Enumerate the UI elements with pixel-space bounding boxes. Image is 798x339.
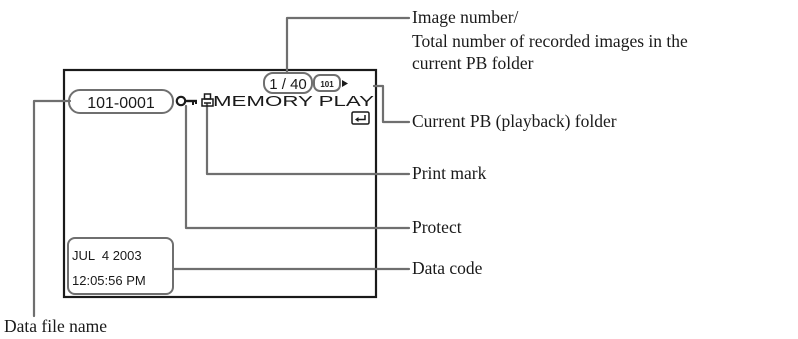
mode-label: MEMORY PLAY	[213, 94, 374, 110]
folder-arrow-icon	[342, 80, 348, 87]
leader-print-mark	[205, 102, 411, 176]
leader-current-folder	[372, 84, 411, 124]
callout-print-mark: Print mark	[412, 163, 487, 183]
highlight-folder-badge	[313, 74, 341, 92]
callout-image-number-line2: Total number of recorded images in the	[412, 31, 688, 51]
protect-key-icon	[175, 95, 197, 107]
image-counter: 1 / 40	[269, 76, 307, 93]
callout-current-folder: Current PB (playback) folder	[412, 111, 617, 131]
callout-data-code: Data code	[412, 258, 483, 278]
leader-image-number	[285, 16, 411, 75]
highlight-counter	[263, 72, 313, 94]
highlight-file-name	[68, 89, 174, 114]
callout-image-number-line1: Image number/	[412, 7, 519, 27]
lcd-screen-frame	[62, 68, 378, 299]
folder-badge-label: 101	[320, 80, 334, 89]
data-code-time: 12:05:56 PM	[72, 273, 146, 288]
leader-protect	[184, 104, 411, 230]
highlight-date-time	[67, 237, 174, 295]
print-mark-icon	[201, 93, 214, 107]
return-icon	[351, 111, 370, 125]
leader-data-file-name	[32, 99, 72, 318]
data-code-date: JUL 4 2003	[72, 248, 142, 263]
callout-data-file-name: Data file name	[4, 316, 107, 336]
data-file-name: 101-0001	[87, 95, 155, 112]
callout-protect: Protect	[412, 217, 462, 237]
callout-image-number-line3: current PB folder	[412, 53, 534, 73]
